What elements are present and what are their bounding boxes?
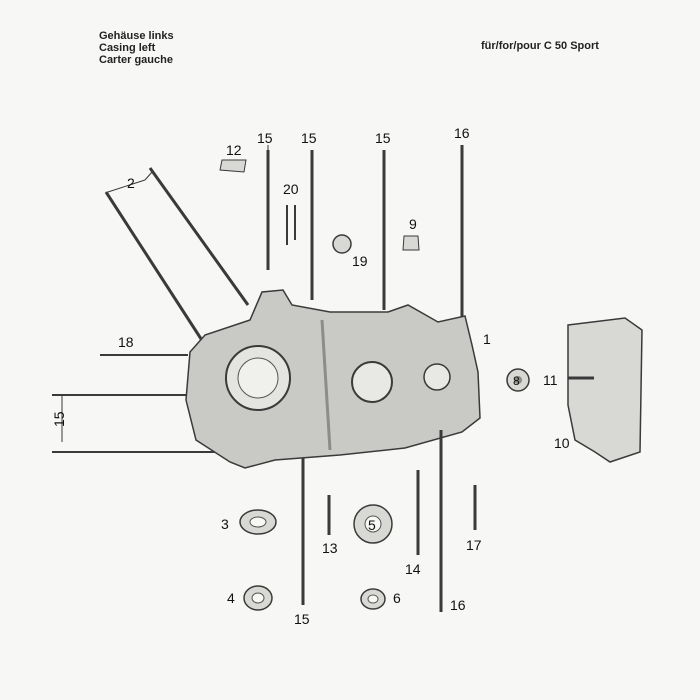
model-label: für/for/pour C 50 Sport: [481, 40, 599, 52]
callout-labels: 1 2 3 4 5 6 8 9 10 11 12 13 14 15 15 15 …: [51, 125, 570, 627]
plug-8-center: [514, 376, 522, 384]
casing-left: [185, 289, 481, 469]
callout-14: 14: [405, 561, 421, 577]
callout-20: 20: [283, 181, 299, 197]
callout-18: 18: [118, 334, 134, 350]
main-bearing-inner: [237, 357, 279, 399]
title-line-fr: Carter gauche: [99, 54, 173, 66]
bearing-5: [353, 504, 393, 544]
gasket-plate-10: [567, 317, 643, 463]
callout-2: 2: [127, 175, 135, 191]
washer-4: [243, 585, 273, 611]
callout-15-e: 15: [294, 611, 310, 627]
callout-9: 9: [409, 216, 417, 232]
lower-studs: [301, 430, 477, 612]
title-block: Gehäuse links Casing left Carter gauche: [99, 30, 174, 66]
callout-15-b: 15: [301, 130, 317, 146]
callout-15-a: 15: [257, 130, 273, 146]
bolts-15-left: [52, 394, 238, 453]
callout-6: 6: [393, 590, 401, 606]
callout-16-b: 16: [450, 597, 466, 613]
gearbox-bore: [351, 361, 393, 403]
callout-10: 10: [554, 435, 570, 451]
callout-5: 5: [368, 517, 376, 533]
long-bolts-2: [104, 167, 250, 346]
callout-17: 17: [466, 537, 482, 553]
clip-12: [219, 159, 247, 173]
callout-4: 4: [227, 590, 235, 606]
callout-13: 13: [322, 540, 338, 556]
seal-3: [239, 509, 277, 535]
washer-6: [360, 588, 386, 610]
studs-15-top: [266, 150, 386, 310]
callout-15-c: 15: [375, 130, 391, 146]
title-line-en: Casing left: [99, 42, 156, 54]
callout-1: 1: [483, 331, 491, 347]
plug-19: [332, 234, 352, 254]
title-line-de: Gehäuse links: [99, 30, 174, 42]
sleeve-20: [286, 205, 296, 245]
callout-11: 11: [543, 372, 558, 388]
callout-12: 12: [226, 142, 242, 158]
callout-16-a: 16: [454, 125, 470, 141]
callout-8: 8: [513, 374, 520, 388]
casing-rib: [320, 319, 332, 451]
shift-shaft-bore: [423, 363, 451, 391]
nipple-9: [402, 235, 420, 251]
callout-3: 3: [221, 516, 229, 532]
callout-19: 19: [352, 253, 368, 269]
callout-15-d: 15: [51, 411, 67, 427]
